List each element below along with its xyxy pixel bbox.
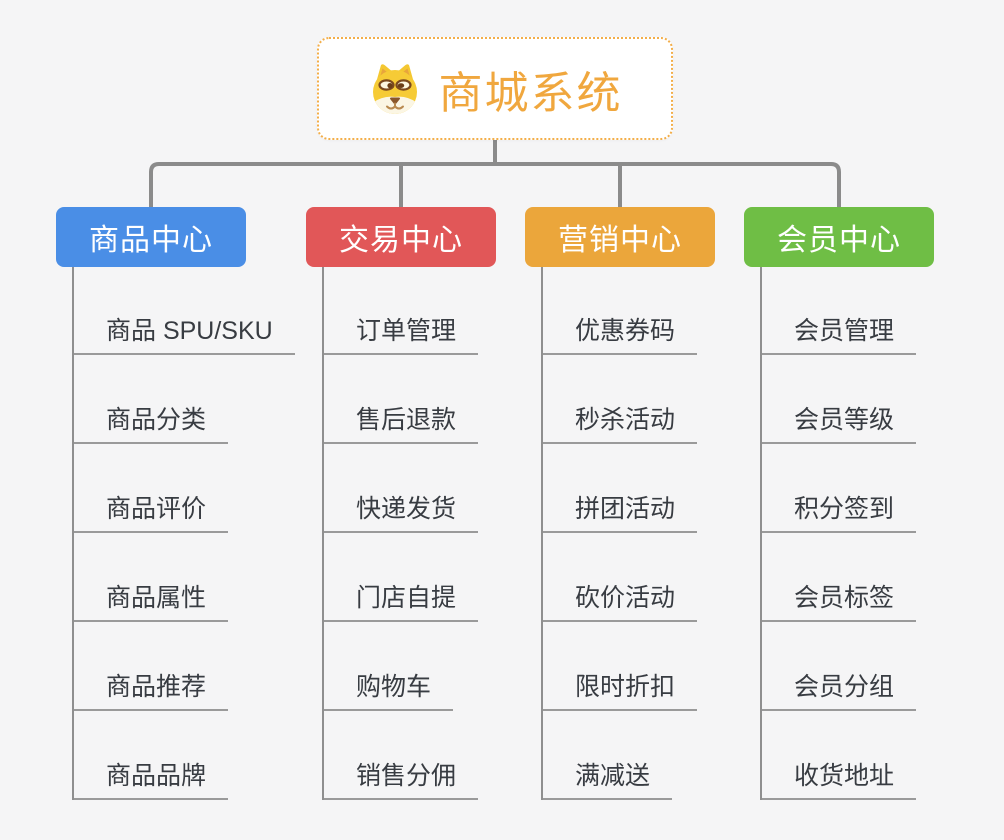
subtopic-node[interactable]: 砍价活动 xyxy=(543,533,698,622)
subtopic-node[interactable]: 订单管理 xyxy=(324,267,479,355)
branch-children-trade-center: 订单管理 售后退款 快递发货 门店自提 购物车 销售分佣 xyxy=(322,267,479,800)
subtopic-label: 购物车 xyxy=(356,673,432,701)
subtopic-label: 拼团活动 xyxy=(575,495,676,523)
subtopic-node[interactable]: 购物车 xyxy=(324,622,454,711)
subtopic-node[interactable]: 商品品牌 xyxy=(74,711,229,800)
subtopic-label: 售后退款 xyxy=(356,406,457,434)
branch-node-product-center[interactable]: 商品中心 xyxy=(56,207,246,267)
subtopic-node[interactable]: 商品分类 xyxy=(74,355,229,444)
subtopic-label: 积分签到 xyxy=(794,495,895,523)
subtopic-label: 满减送 xyxy=(575,762,651,790)
subtopic-label: 商品 SPU/SKU xyxy=(106,317,273,345)
subtopic-label: 商品评价 xyxy=(106,495,207,523)
subtopic-node[interactable]: 积分签到 xyxy=(762,444,917,533)
subtopic-node[interactable]: 售后退款 xyxy=(324,355,479,444)
subtopic-label: 会员标签 xyxy=(794,584,895,612)
subtopic-label: 商品推荐 xyxy=(106,673,207,701)
subtopic-node[interactable]: 会员标签 xyxy=(762,533,917,622)
subtopic-node[interactable]: 商品推荐 xyxy=(74,622,229,711)
subtopic-node[interactable]: 会员管理 xyxy=(762,267,917,355)
subtopic-label: 商品分类 xyxy=(106,406,207,434)
subtopic-label: 订单管理 xyxy=(356,317,457,345)
subtopic-node[interactable]: 快递发货 xyxy=(324,444,479,533)
connector-rail xyxy=(149,162,841,208)
root-topic-node[interactable]: 商城系统 xyxy=(317,37,673,140)
subtopic-label: 销售分佣 xyxy=(356,762,457,790)
subtopic-label: 快递发货 xyxy=(356,495,457,523)
subtopic-node[interactable]: 收货地址 xyxy=(762,711,917,800)
subtopic-label: 砍价活动 xyxy=(575,584,676,612)
subtopic-label: 限时折扣 xyxy=(575,673,676,701)
subtopic-node[interactable]: 门店自提 xyxy=(324,533,479,622)
subtopic-node[interactable]: 拼团活动 xyxy=(543,444,698,533)
subtopic-label: 优惠券码 xyxy=(575,317,676,345)
subtopic-label: 会员管理 xyxy=(794,317,895,345)
doge-face-icon xyxy=(372,63,417,114)
branch-children-marketing-center: 优惠券码 秒杀活动 拼团活动 砍价活动 限时折扣 满减送 xyxy=(541,267,698,800)
branch-node-marketing-center[interactable]: 营销中心 xyxy=(525,207,715,267)
subtopic-label: 商品属性 xyxy=(106,584,207,612)
branch-node-member-center[interactable]: 会员中心 xyxy=(744,207,934,267)
subtopic-node[interactable]: 商品 SPU/SKU xyxy=(74,267,295,355)
branch-children-member-center: 会员管理 会员等级 积分签到 会员标签 会员分组 收货地址 xyxy=(760,267,917,800)
subtopic-node[interactable]: 会员等级 xyxy=(762,355,917,444)
subtopic-label: 会员等级 xyxy=(794,406,895,434)
branch-node-trade-center[interactable]: 交易中心 xyxy=(306,207,496,267)
root-topic-title: 商城系统 xyxy=(438,68,623,118)
subtopic-node[interactable]: 秒杀活动 xyxy=(543,355,698,444)
subtopic-label: 收货地址 xyxy=(794,762,895,790)
branch-children-product-center: 商品 SPU/SKU 商品分类 商品评价 商品属性 商品推荐 商品品牌 xyxy=(72,267,295,800)
subtopic-label: 门店自提 xyxy=(356,584,457,612)
subtopic-node[interactable]: 销售分佣 xyxy=(324,711,479,800)
subtopic-node[interactable]: 限时折扣 xyxy=(543,622,698,711)
subtopic-node[interactable]: 满减送 xyxy=(543,711,673,800)
subtopic-node[interactable]: 商品属性 xyxy=(74,533,229,622)
subtopic-label: 商品品牌 xyxy=(106,762,207,790)
subtopic-label: 会员分组 xyxy=(794,673,895,701)
subtopic-node[interactable]: 会员分组 xyxy=(762,622,917,711)
subtopic-node[interactable]: 优惠券码 xyxy=(543,267,698,355)
subtopic-label: 秒杀活动 xyxy=(575,406,676,434)
subtopic-node[interactable]: 商品评价 xyxy=(74,444,229,533)
